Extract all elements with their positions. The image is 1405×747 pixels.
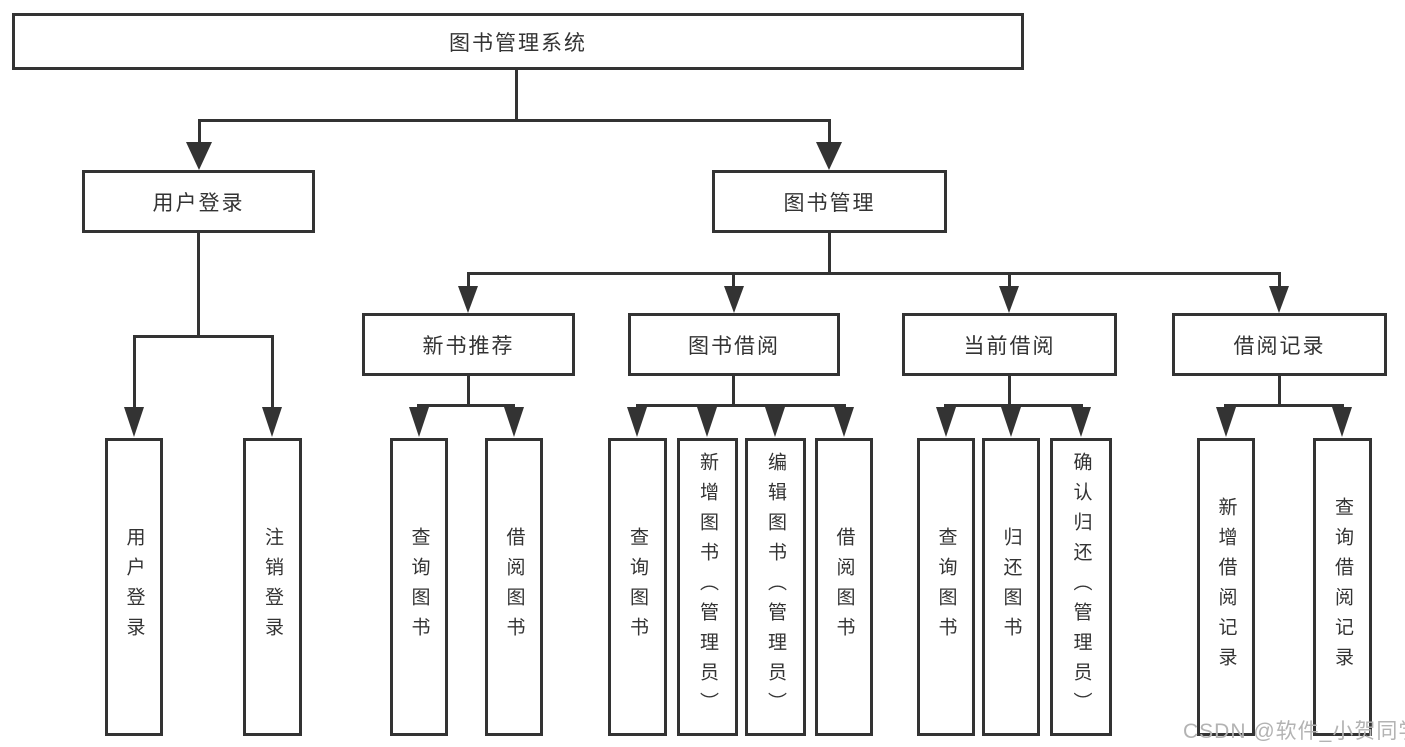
node-label: 新增借阅记录 xyxy=(1215,497,1237,677)
node-label: 编辑图书（管理员） xyxy=(765,452,786,722)
arrow-down-icon xyxy=(409,407,429,437)
arrow-down-icon xyxy=(186,142,212,170)
node-user-login: 用户登录 xyxy=(82,170,315,233)
connector-mgmt-stem xyxy=(828,233,831,274)
leaf-user-login: 用户登录 xyxy=(105,438,163,736)
leaf-query-books-recommend: 查询图书 xyxy=(390,438,448,736)
arrow-down-icon xyxy=(816,142,842,170)
node-label: 确认归还（管理员） xyxy=(1070,452,1092,722)
leaf-query-books-current: 查询图书 xyxy=(917,438,975,736)
arrow-down-icon xyxy=(1269,286,1289,313)
connector-login-hline xyxy=(133,335,274,338)
connector-borrow-stem xyxy=(732,376,735,406)
connector-to-recommend xyxy=(467,275,470,287)
node-label: 用户登录 xyxy=(123,527,145,647)
node-label: 借阅图书 xyxy=(833,527,855,647)
leaf-query-books-borrow: 查询图书 xyxy=(608,438,667,736)
node-label: 查询图书 xyxy=(935,527,957,647)
connector-to-records xyxy=(1278,275,1281,287)
node-label: 图书借阅 xyxy=(688,334,780,358)
node-current-borrow: 当前借阅 xyxy=(902,313,1117,376)
connector-login-right xyxy=(271,338,274,408)
leaf-return-books: 归还图书 xyxy=(982,438,1040,736)
connector-borrow-hline xyxy=(636,404,846,407)
leaf-add-book-admin: 新增图书（管理员） xyxy=(677,438,738,736)
arrow-down-icon xyxy=(697,407,717,437)
arrow-down-icon xyxy=(458,286,478,313)
leaf-add-borrow-record: 新增借阅记录 xyxy=(1197,438,1255,736)
connector-current-hline xyxy=(944,404,1083,407)
leaf-borrow-books-recommend: 借阅图书 xyxy=(485,438,543,736)
node-label: 查询借阅记录 xyxy=(1332,497,1353,677)
leaf-confirm-return-admin: 确认归还（管理员） xyxy=(1050,438,1112,736)
connector-recommend-stem xyxy=(467,376,470,406)
arrow-down-icon xyxy=(834,407,854,437)
node-label: 当前借阅 xyxy=(963,334,1056,358)
node-book-borrow: 图书借阅 xyxy=(628,313,840,376)
arrow-down-icon xyxy=(1332,407,1352,437)
node-label: 查询图书 xyxy=(408,527,430,647)
connector-records-stem xyxy=(1278,376,1281,406)
arrow-down-icon xyxy=(1001,407,1021,437)
connector-to-current xyxy=(1008,275,1011,287)
connector-records-hline xyxy=(1224,404,1344,407)
node-label: 借阅记录 xyxy=(1233,334,1326,358)
arrow-down-icon xyxy=(627,407,647,437)
watermark-text: CSDN @软件_小贺同学 xyxy=(1183,720,1405,743)
connector-login-left xyxy=(133,338,136,408)
arrow-down-icon xyxy=(1216,407,1236,437)
connector-to-book-management xyxy=(828,121,831,144)
node-new-book-recommend: 新书推荐 xyxy=(362,313,575,376)
leaf-borrow-books: 借阅图书 xyxy=(815,438,873,736)
node-label: 查询图书 xyxy=(627,527,648,647)
leaf-logout: 注销登录 xyxy=(243,438,302,736)
connector-to-user-login xyxy=(198,121,201,144)
node-label: 新增图书（管理员） xyxy=(697,452,718,722)
arrow-down-icon xyxy=(504,407,524,437)
node-label: 新书推荐 xyxy=(422,334,515,358)
node-label: 借阅图书 xyxy=(503,527,525,647)
node-label: 图书管理系统 xyxy=(449,31,587,55)
node-label: 注销登录 xyxy=(262,527,283,647)
arrow-down-icon xyxy=(765,407,785,437)
arrow-down-icon xyxy=(936,407,956,437)
node-label: 归还图书 xyxy=(1000,527,1022,647)
connector-mgmt-hline xyxy=(467,272,1281,275)
connector-recommend-hline xyxy=(417,404,515,407)
node-book-management: 图书管理 xyxy=(712,170,947,233)
node-label: 图书管理 xyxy=(783,191,876,215)
node-library-management-system: 图书管理系统 xyxy=(12,13,1024,70)
connector-login-stem xyxy=(197,233,200,337)
connector-to-borrow xyxy=(732,275,735,287)
leaf-query-borrow-record: 查询借阅记录 xyxy=(1313,438,1372,736)
arrow-down-icon xyxy=(262,407,282,437)
arrow-down-icon xyxy=(999,286,1019,313)
arrow-down-icon xyxy=(724,286,744,313)
connector-root-stem xyxy=(515,70,518,121)
connector-current-stem xyxy=(1008,376,1011,406)
leaf-edit-book-admin: 编辑图书（管理员） xyxy=(745,438,806,736)
connector-root-hline xyxy=(198,119,831,122)
node-label: 用户登录 xyxy=(152,191,245,215)
arrow-down-icon xyxy=(124,407,144,437)
node-borrow-records: 借阅记录 xyxy=(1172,313,1387,376)
arrow-down-icon xyxy=(1071,407,1091,437)
